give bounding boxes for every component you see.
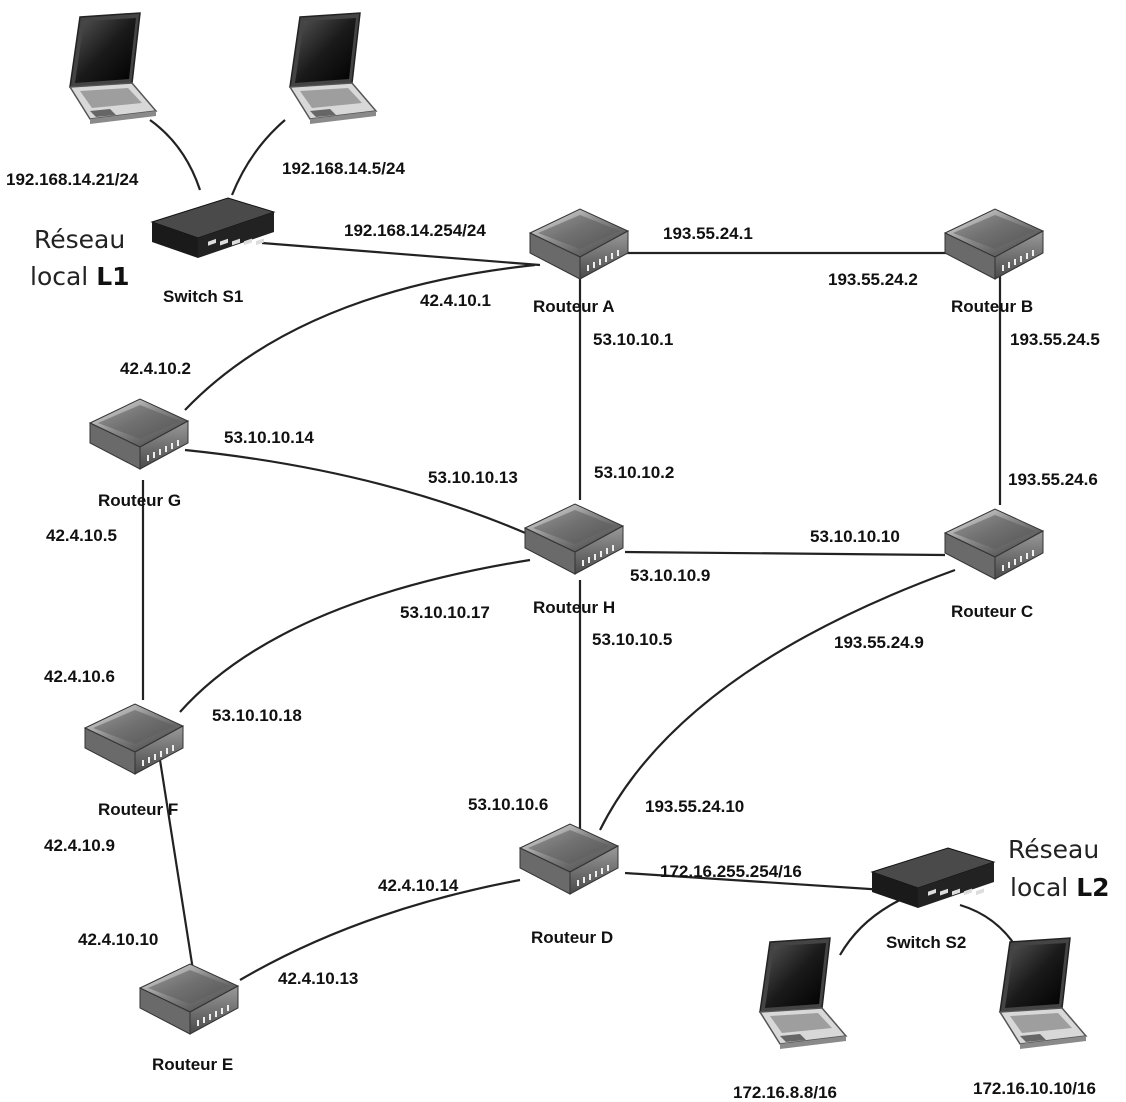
router-h-label: Routeur H — [533, 598, 615, 617]
router-f-label: Routeur F — [98, 800, 178, 819]
if-h-a: 53.10.10.2 — [594, 463, 674, 482]
if-g-a: 42.4.10.2 — [120, 359, 191, 378]
if-g-h: 53.10.10.14 — [224, 428, 314, 447]
lan-l1-name: L1 — [96, 262, 129, 291]
switch-s2-label: Switch S2 — [886, 933, 966, 952]
if-a-h: 53.10.10.1 — [593, 330, 673, 349]
if-d-s2: 172.16.255.254/16 — [660, 862, 802, 881]
laptop-pc2[interactable] — [289, 12, 377, 125]
link-pc2-s1 — [230, 119, 286, 196]
laptop-pc1[interactable] — [69, 12, 157, 125]
if-h-c: 53.10.10.9 — [630, 566, 710, 585]
link-d-e — [239, 878, 521, 981]
if-f-e: 42.4.10.9 — [44, 836, 115, 855]
router-d-label: Routeur D — [531, 928, 613, 947]
if-a-s1: 192.168.14.254/24 — [344, 221, 486, 240]
lan-l2-label: local L2 — [1010, 873, 1110, 902]
router-c-label: Routeur C — [951, 602, 1033, 621]
link-f-e — [158, 759, 195, 971]
lan-l1-label: local L1 — [30, 262, 130, 291]
lan-l1-word: Réseau — [34, 225, 125, 254]
if-c-b: 193.55.24.6 — [1008, 470, 1098, 489]
router-b-icon[interactable] — [944, 208, 1044, 280]
lan-l2-name: L2 — [1076, 873, 1109, 902]
if-c-d: 193.55.24.9 — [834, 633, 924, 652]
router-g-icon[interactable] — [89, 398, 189, 470]
router-f-icon[interactable] — [84, 703, 184, 775]
router-a-label: Routeur A — [533, 297, 615, 316]
link-a-g — [184, 263, 536, 411]
host-pc3-address: 172.16.8.8/16 — [733, 1083, 837, 1102]
if-d-c: 193.55.24.10 — [645, 797, 744, 816]
router-e-icon[interactable] — [139, 963, 239, 1035]
switch-s1-label: Switch S1 — [163, 287, 243, 306]
if-d-e: 42.4.10.14 — [378, 876, 459, 895]
if-g-f: 42.4.10.5 — [46, 526, 117, 545]
host-pc1-address: 192.168.14.21/24 — [6, 170, 139, 189]
if-d-h: 53.10.10.6 — [468, 795, 548, 814]
if-b-a: 193.55.24.2 — [828, 270, 918, 289]
if-e-d: 42.4.10.13 — [278, 969, 358, 988]
switch-s1-icon[interactable] — [151, 197, 275, 259]
router-a-icon[interactable] — [529, 208, 629, 280]
link-g-h — [184, 448, 531, 537]
router-h-icon[interactable] — [524, 503, 624, 575]
laptop-pc3[interactable] — [759, 937, 847, 1050]
if-a-g: 42.4.10.1 — [420, 291, 491, 310]
link-c-d — [599, 568, 956, 831]
router-b-label: Routeur B — [951, 297, 1033, 316]
if-a-b: 193.55.24.1 — [663, 224, 753, 243]
link-h-f — [179, 558, 531, 713]
link-s2-pc3 — [839, 899, 901, 956]
link-pc1-s1 — [149, 119, 202, 191]
host-pc2-address: 192.168.14.5/24 — [282, 159, 405, 178]
if-c-h: 53.10.10.10 — [810, 527, 900, 546]
lan-l2-prefix: local — [1010, 873, 1076, 902]
host-pc4-address: 172.16.10.10/16 — [973, 1079, 1096, 1098]
if-f-h: 53.10.10.18 — [212, 706, 302, 725]
if-h-g: 53.10.10.13 — [428, 468, 518, 487]
link-h-c — [624, 550, 946, 557]
laptop-pc4[interactable] — [999, 937, 1087, 1050]
router-d-icon[interactable] — [519, 823, 619, 895]
if-h-f: 53.10.10.17 — [400, 603, 490, 622]
router-e-label: Routeur E — [152, 1055, 233, 1074]
lan-l1-prefix: local — [30, 262, 96, 291]
link-s1-a — [261, 241, 541, 267]
router-g-label: Routeur G — [98, 491, 181, 510]
if-e-f: 42.4.10.10 — [78, 930, 158, 949]
if-f-g: 42.4.10.6 — [44, 667, 115, 686]
links — [141, 119, 1032, 981]
if-h-d: 53.10.10.5 — [592, 630, 672, 649]
lan-l2-word: Réseau — [1008, 835, 1099, 864]
if-b-c: 193.55.24.5 — [1010, 330, 1100, 349]
router-c-icon[interactable] — [944, 508, 1044, 580]
link-d-s2 — [624, 871, 886, 892]
switch-s2-icon[interactable] — [871, 847, 995, 909]
